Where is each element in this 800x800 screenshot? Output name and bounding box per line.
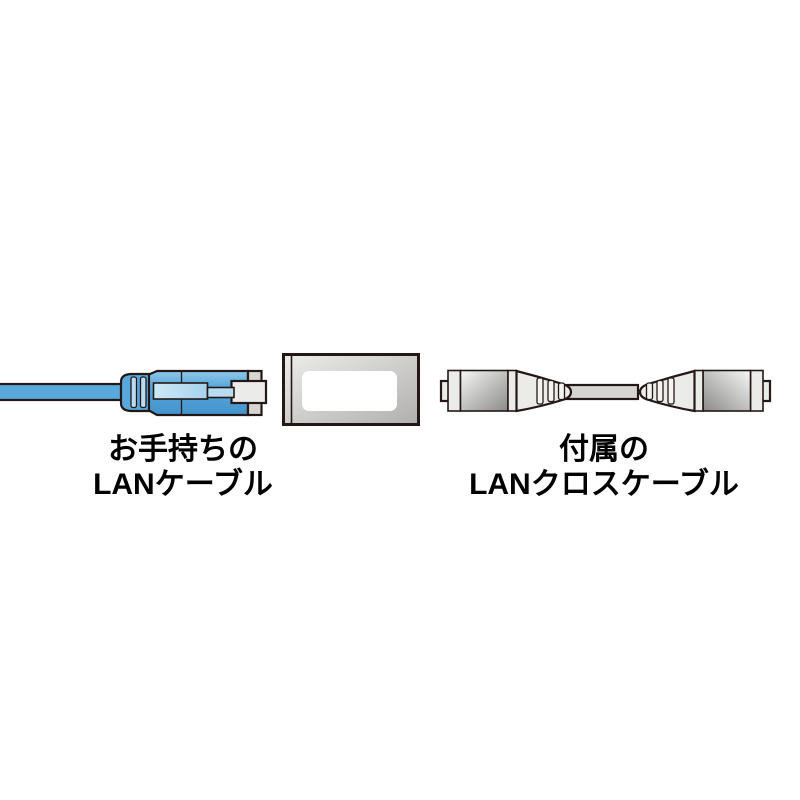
left-cable-label: お手持ちの LANケーブル <box>93 432 273 502</box>
left-cable-label-line2: LANケーブル <box>93 468 273 501</box>
right-cable-label-line2: LANクロスケーブル <box>469 468 739 501</box>
boot-ridge-icon <box>536 377 544 405</box>
plug-tip-front <box>230 379 268 405</box>
right-cable-label-line1: 付属の <box>558 433 649 466</box>
plug-latch <box>152 382 209 400</box>
connector-boot <box>515 369 573 413</box>
plug-latch-stem <box>206 386 235 399</box>
blue-cable-line <box>0 382 128 402</box>
boot-ridge-icon <box>645 382 654 401</box>
right-cable-label: 付属の LANクロスケーブル <box>469 432 739 502</box>
connector-band <box>749 369 764 412</box>
cross-cable-line <box>564 383 640 401</box>
cross-cable-graphic <box>439 369 772 413</box>
cross-cable-connector-right <box>638 369 772 413</box>
connector-band <box>447 369 462 412</box>
boot-ridge-icon <box>139 376 147 409</box>
left-cable-label-line1: お手持ちの <box>107 433 258 466</box>
boot-ridge-icon <box>656 379 664 403</box>
blue-lan-cable-graphic <box>0 369 268 417</box>
connector-band <box>507 369 518 412</box>
adapter-port-window <box>302 371 397 411</box>
boot-ridge-icon <box>130 376 138 409</box>
connector-band <box>693 369 704 412</box>
connector-boot <box>638 369 696 413</box>
boot-ridge-icon <box>557 382 566 401</box>
connector-body <box>702 369 752 412</box>
boot-ridge-icon <box>547 379 555 403</box>
cross-cable-connector-left <box>439 369 573 413</box>
boot-ridge-icon <box>667 377 675 405</box>
coupler-adapter-graphic <box>282 353 420 426</box>
connector-body <box>459 369 509 412</box>
